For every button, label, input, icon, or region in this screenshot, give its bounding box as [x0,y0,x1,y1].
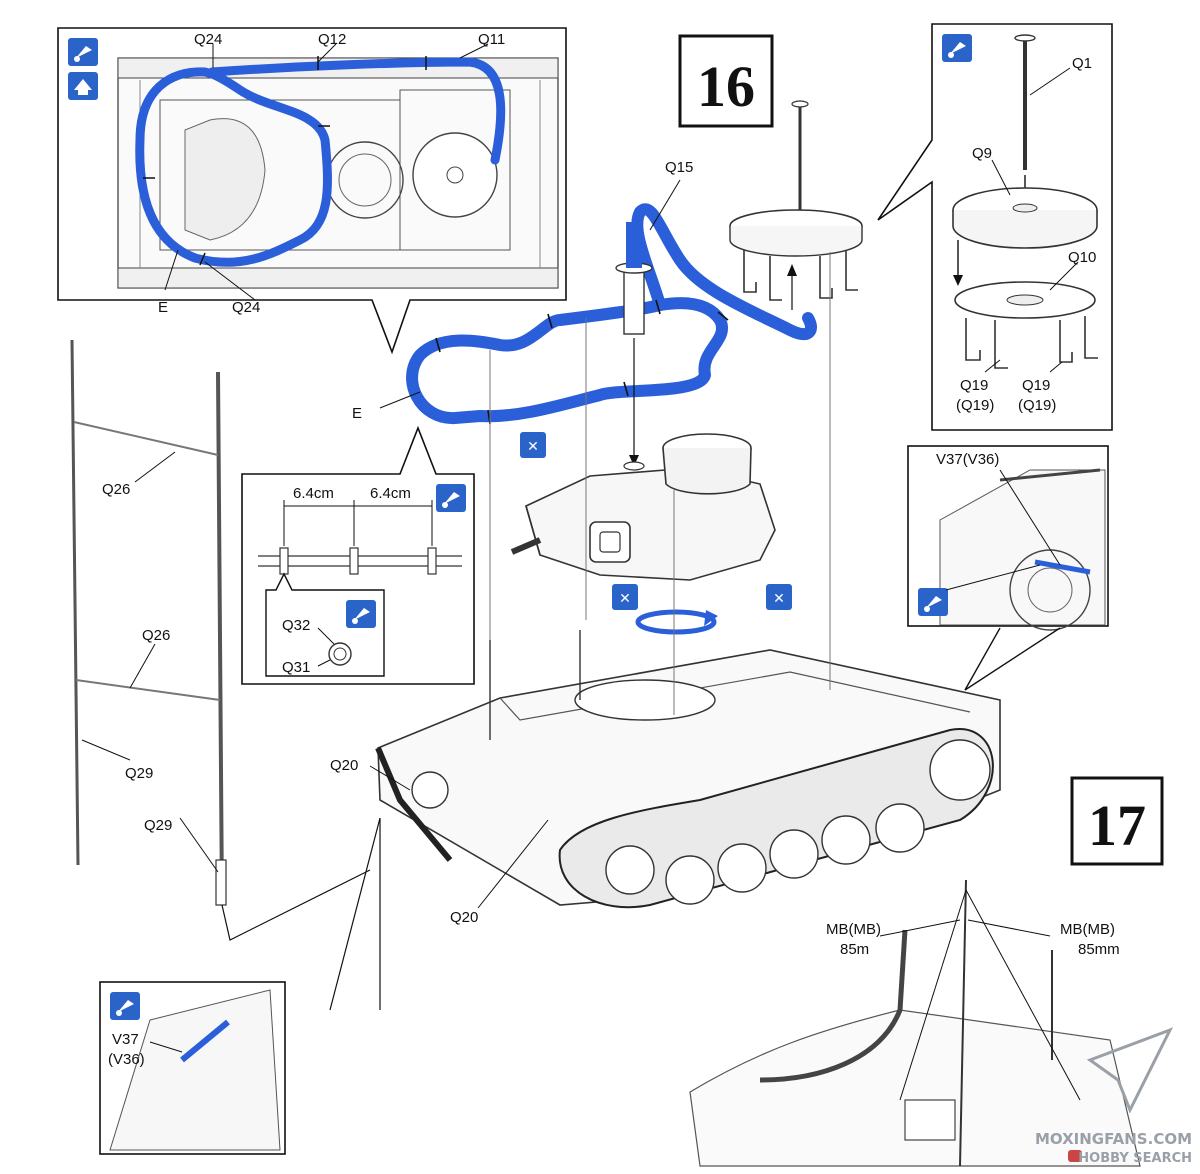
label-q24-top: Q24 [194,31,222,48]
label-q20-b: Q20 [450,909,478,926]
step-16-number: 16 [697,54,755,119]
antenna-rack [70,339,371,941]
watermark-line-1: MOXINGFANS.COM [1035,1130,1192,1148]
label-v36: (V36) [108,1051,145,1068]
spacing-callout [241,425,475,685]
svg-text:✕: ✕ [773,591,785,607]
label-mb-right: MB(MB) [1060,921,1115,938]
label-q12: Q12 [318,31,346,48]
tank-hull [329,252,1001,1011]
label-spacing-1: 6.4cm [293,485,334,502]
step-17-number: 17 [1088,793,1146,858]
step-17-antenna-detail [689,879,1141,1167]
label-q31: Q31 [282,659,310,676]
label-q32: Q32 [282,617,310,634]
label-e-main: E [352,405,362,422]
turret [510,433,776,581]
label-v37-v36: V37(V36) [936,451,999,468]
cut-icon [612,584,638,610]
label-q29-b: Q29 [144,817,172,834]
label-q19-left: Q19 [960,377,988,394]
label-q9: Q9 [972,145,992,162]
step-17-box: 17 [1070,776,1164,866]
remove-marker-icons: ✕ ✕ ✕ [520,432,792,635]
hobby-search-logo-icon [1068,1150,1082,1162]
svg-text:✕: ✕ [619,591,631,607]
label-q19-right: Q19 [1022,377,1050,394]
label-q15: Q15 [665,159,693,176]
label-mb-right-len: 85mm [1078,941,1120,958]
label-q19-left-alt: (Q19) [956,397,994,414]
inset-hatch-parts [877,23,1113,431]
inset-gun-detail [907,445,1109,691]
label-q19-right-alt: (Q19) [1018,397,1056,414]
label-q1: Q1 [1072,55,1092,72]
label-q26-bottom: Q26 [142,627,170,644]
label-q20-a: Q20 [330,757,358,774]
part-labels: Q24 Q12 Q11 E Q24 Q15 E Q1 Q9 Q10 Q19 (Q… [102,31,1120,1068]
label-q26-top: Q26 [102,481,130,498]
watermark: MOXINGFANS.COM HOBBY SEARCH [1035,1027,1192,1166]
inset-hull-top-view [57,27,567,355]
label-spacing-2: 6.4cm [370,485,411,502]
label-mb-left: MB(MB) [826,921,881,938]
label-mb-left-len: 85m [840,941,869,958]
hatch-assembly [729,100,863,310]
rotate-arrow-icon [635,609,717,635]
label-v37: V37 [112,1031,139,1048]
paper-plane-logo-icon [1086,1027,1174,1114]
inset-v37-detail [99,981,286,1155]
watermark-line-2: HOBBY SEARCH [1078,1151,1192,1166]
label-q29-a: Q29 [125,765,153,782]
svg-text:✕: ✕ [527,439,539,455]
label-q24-bottom: Q24 [232,299,260,316]
label-q11: Q11 [478,31,505,48]
part-q15 [615,179,681,466]
cut-icon [520,432,546,458]
step-16-box: 16 [678,34,774,128]
cut-icon [766,584,792,610]
label-q10: Q10 [1068,249,1096,266]
label-e-inset: E [158,299,168,316]
